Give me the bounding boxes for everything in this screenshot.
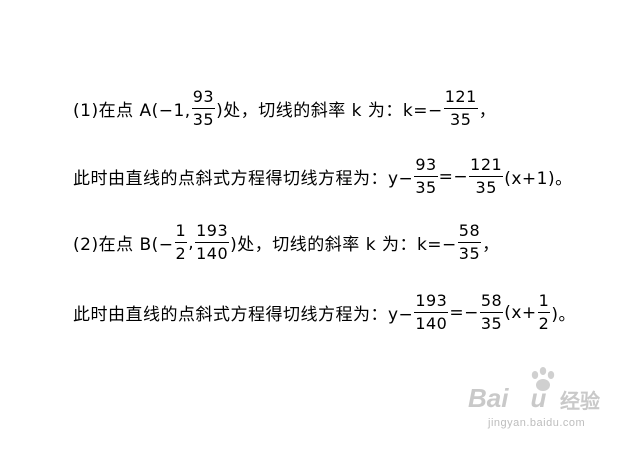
fraction-slope: 121 35 [469, 155, 504, 197]
fraction-denominator: 35 [450, 110, 472, 129]
line3-comma: , [188, 232, 195, 253]
watermark-url: jingyan.baidu.com [488, 417, 586, 429]
fraction-bar [443, 108, 478, 109]
line1-suffix: ， [478, 101, 497, 121]
fraction-numerator: 193 [415, 291, 448, 310]
fraction-denominator: 2 [175, 244, 187, 263]
fraction-slope: 121 35 [443, 87, 478, 129]
paw-logo-icon [531, 367, 555, 391]
line1-mid: )处，切线的斜率 k 为：k=− [216, 101, 443, 121]
fraction-bar [191, 108, 216, 109]
fraction-bar [195, 242, 230, 243]
fraction-y-offset: 93 35 [414, 155, 438, 197]
line-4: 此时由直线的点斜式方程得切线方程为：y− 193 140 =− 58 35 (x… [73, 292, 576, 333]
fraction-denominator: 35 [415, 178, 437, 197]
line4-eq: =− [449, 302, 479, 323]
fraction-bar [469, 176, 504, 177]
line3-suffix: ， [482, 235, 500, 255]
fraction-y-offset: 193 140 [414, 291, 449, 333]
line-2: 此时由直线的点斜式方程得切线方程为：y− 93 35 =− 121 35 (x+… [73, 156, 573, 197]
fraction-denominator: 35 [480, 314, 503, 333]
fraction-slope: 58 35 [457, 221, 482, 263]
fraction-denominator: 2 [538, 314, 550, 333]
line3-prefix: (2)在点 B(− [73, 235, 174, 255]
fraction-numerator: 121 [470, 155, 503, 174]
fraction-bar [414, 176, 438, 177]
line1-prefix: (1)在点 A(−1, [73, 101, 191, 121]
line2-prefix: 此时由直线的点斜式方程得切线方程为：y− [73, 169, 414, 189]
fraction-point-y: 193 140 [195, 221, 230, 263]
fraction-denominator: 35 [475, 178, 497, 197]
fraction-bar [479, 312, 504, 313]
line4-prefix: 此时由直线的点斜式方程得切线方程为：y− [73, 305, 414, 325]
line4-suffix: )。 [551, 305, 576, 325]
line2-suffix: (x+1)。 [504, 169, 573, 189]
fraction-numerator: 58 [480, 291, 503, 310]
fraction-numerator: 193 [196, 221, 229, 240]
fraction-denominator: 140 [415, 314, 448, 333]
fraction-bar [537, 312, 551, 313]
fraction-bar [457, 242, 482, 243]
fraction-denominator: 35 [458, 244, 481, 263]
fraction-slope: 58 35 [479, 291, 504, 333]
line3-mid: )处，切线的斜率 k 为：k=− [230, 235, 457, 255]
fraction-numerator: 1 [538, 291, 550, 310]
fraction-bar [414, 312, 449, 313]
fraction-denominator: 140 [196, 244, 229, 263]
fraction-bar [174, 242, 188, 243]
fraction-point-x: 1 2 [174, 221, 188, 263]
fraction-denominator: 35 [192, 110, 215, 129]
line-1: (1)在点 A(−1, 93 35 )处，切线的斜率 k 为：k=− 121 3… [73, 88, 496, 129]
fraction-numerator: 93 [192, 87, 215, 106]
fraction-x-offset: 1 2 [537, 291, 551, 333]
line4-mid: (x+ [504, 302, 537, 323]
line2-eq: =− [438, 166, 469, 187]
fraction-numerator: 58 [458, 221, 481, 240]
fraction-point-y: 93 35 [191, 87, 216, 129]
line-3: (2)在点 B(− 1 2 , 193 140 )处，切线的斜率 k 为：k=−… [73, 222, 500, 263]
watermark-chinese-text: 经验 [560, 389, 600, 413]
fraction-numerator: 1 [175, 221, 187, 240]
fraction-numerator: 121 [444, 87, 477, 106]
fraction-numerator: 93 [415, 155, 437, 174]
